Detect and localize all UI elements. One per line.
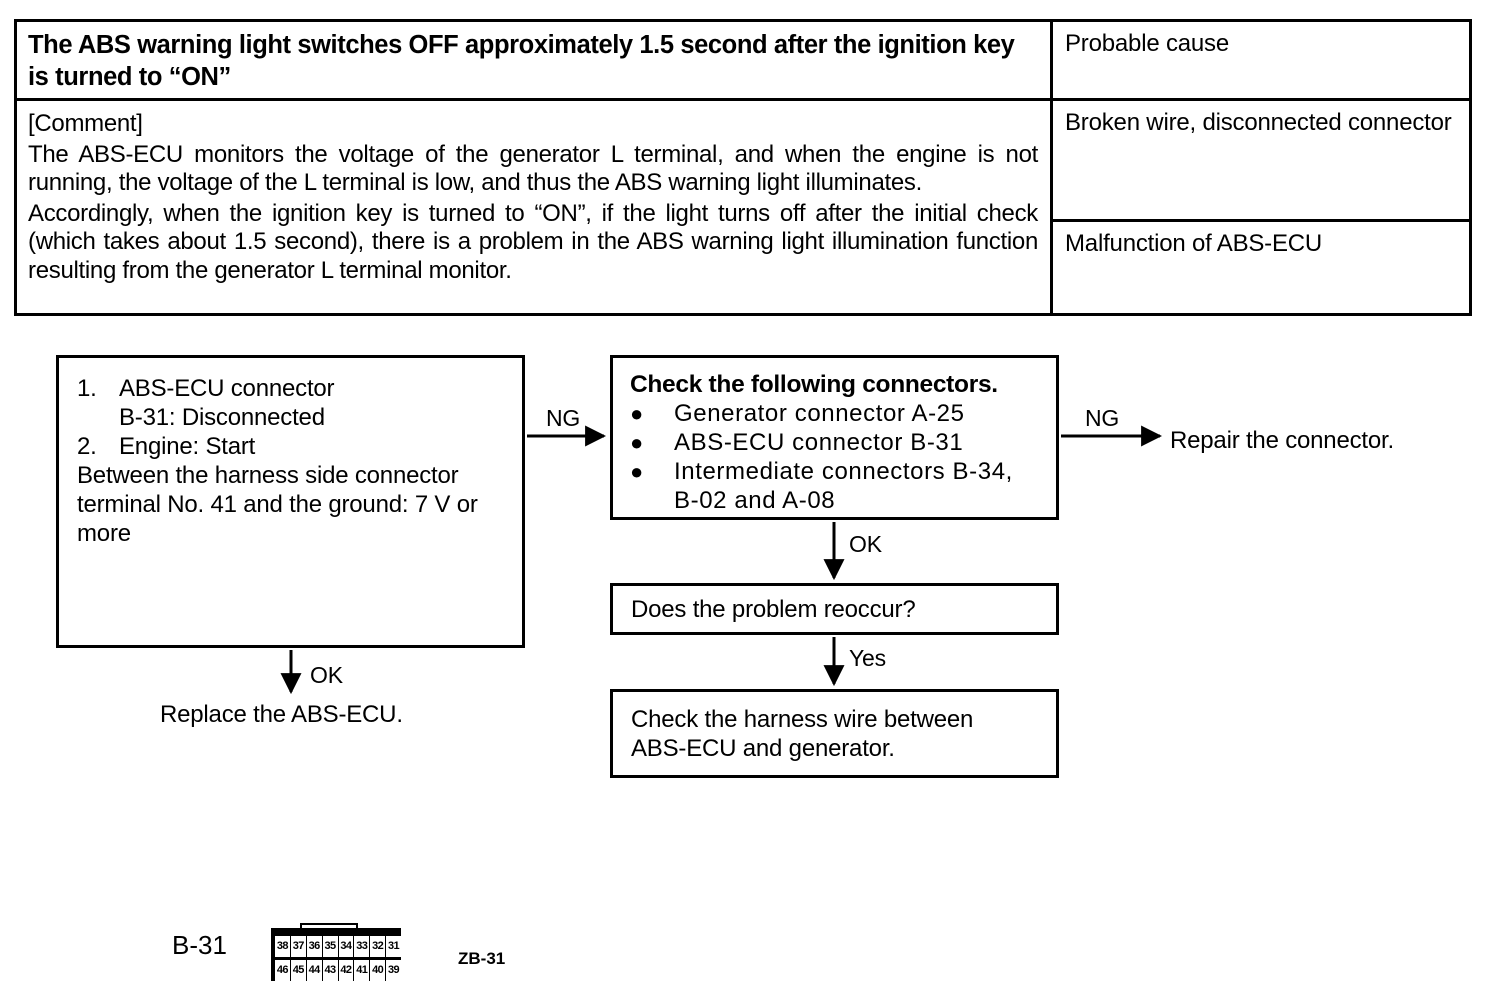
list-item-continuation: B-02 and A-08 bbox=[674, 487, 836, 514]
pin: 34 bbox=[338, 936, 355, 957]
symptom-title: The ABS warning light switches OFF appro… bbox=[28, 31, 1015, 91]
replace-abs-ecu-text: Replace the ABS-ECU. bbox=[160, 701, 403, 728]
pin: 36 bbox=[306, 936, 323, 957]
pin: 41 bbox=[354, 960, 371, 981]
connector-code-label: ZB-31 bbox=[458, 949, 506, 968]
symptom-cause-table: The ABS warning light switches OFF appro… bbox=[14, 19, 1472, 316]
check-connectors-box: Check the following connectors. ● Genera… bbox=[610, 355, 1059, 520]
probable-cause-item-1: Broken wire, disconnected connector bbox=[1053, 101, 1469, 222]
list-item-label: Generator connector A-25 bbox=[674, 400, 965, 427]
pin: 33 bbox=[354, 936, 371, 957]
check-harness-line-1: Check the harness wire between bbox=[631, 706, 974, 733]
comment-label: [Comment] bbox=[28, 110, 143, 137]
test-condition-box: 1. ABS-ECU connector B-31: Disconnected … bbox=[56, 355, 525, 981]
symptom-comment-cell: [Comment] The ABS-ECU monitors the volta… bbox=[17, 101, 1050, 285]
pin: 44 bbox=[306, 960, 323, 981]
edge-label-ok-2: OK bbox=[849, 531, 882, 557]
test-step-1: 1. ABS-ECU connector bbox=[77, 374, 522, 403]
probable-cause-header: Probable cause bbox=[1053, 22, 1469, 101]
list-item: ● ABS-ECU connector B-31 bbox=[630, 428, 1056, 457]
check-harness-line-2: ABS-ECU and generator. bbox=[631, 735, 895, 762]
pin: 46 bbox=[275, 960, 291, 981]
step-1-text: ABS-ECU connector bbox=[119, 375, 335, 402]
bullet-icon: ● bbox=[630, 401, 644, 426]
test-step-1-sub: B-31: Disconnected bbox=[77, 403, 522, 432]
pin: 38 bbox=[275, 936, 291, 957]
step-1-number: 1. bbox=[77, 375, 97, 402]
pin: 42 bbox=[338, 960, 355, 981]
comment-paragraph-2: Accordingly, when the ignition key is tu… bbox=[28, 199, 1038, 284]
pin: 32 bbox=[370, 936, 387, 957]
pin: 45 bbox=[290, 960, 307, 981]
edge-label-ng-2: NG bbox=[1085, 405, 1120, 431]
bullet-icon: ● bbox=[630, 459, 644, 484]
diagram-canvas: The ABS warning light switches OFF appro… bbox=[14, 19, 1472, 981]
check-connectors-title: Check the following connectors. bbox=[630, 371, 998, 398]
pin-row-top: 38 37 36 35 34 33 32 31 bbox=[275, 936, 401, 957]
list-item-label: Intermediate connectors B-34, bbox=[674, 458, 1013, 485]
measurement-spec: Between the harness side connector termi… bbox=[77, 462, 478, 547]
connector-shell: 38 37 36 35 34 33 32 31 46 45 44 43 42 4… bbox=[271, 928, 401, 981]
pin: 31 bbox=[386, 936, 401, 957]
check-connectors-list: ● Generator connector A-25 ● ABS-ECU con… bbox=[630, 399, 1056, 515]
test-steps: 1. ABS-ECU connector B-31: Disconnected … bbox=[77, 374, 522, 548]
connector-name-label: B-31 bbox=[172, 930, 227, 960]
pin: 35 bbox=[322, 936, 339, 957]
probable-cause-column: Probable cause Broken wire, disconnected… bbox=[1053, 22, 1469, 313]
symptom-column: The ABS warning light switches OFF appro… bbox=[17, 22, 1053, 313]
step-2-text: Engine: Start bbox=[119, 433, 256, 460]
list-item: ● Intermediate connectors B-34, bbox=[630, 457, 1056, 486]
test-step-2: 2. Engine: Start bbox=[77, 432, 522, 461]
pin-row-bottom: 46 45 44 43 42 41 40 39 bbox=[275, 960, 401, 981]
pin: 37 bbox=[290, 936, 307, 957]
step-2-number: 2. bbox=[77, 433, 97, 460]
flow-arrows bbox=[280, 425, 1163, 695]
list-item: ● Generator connector A-25 bbox=[630, 399, 1056, 428]
list-item-label: ABS-ECU connector B-31 bbox=[674, 429, 964, 456]
probable-cause-item-2: Malfunction of ABS-ECU bbox=[1065, 230, 1323, 257]
pin: 40 bbox=[370, 960, 387, 981]
step-1-subtext: B-31: Disconnected bbox=[119, 404, 325, 431]
edge-label-ok-1: OK bbox=[310, 662, 343, 688]
comment-paragraph-1: The ABS-ECU monitors the voltage of the … bbox=[28, 140, 1038, 197]
pin: 39 bbox=[386, 960, 401, 981]
symptom-header-cell: The ABS warning light switches OFF appro… bbox=[17, 22, 1050, 101]
check-harness-box: Check the harness wire between ABS-ECU a… bbox=[610, 689, 1059, 778]
problem-reoccur-label: Does the problem reoccur? bbox=[631, 596, 916, 623]
edge-label-ng-1: NG bbox=[546, 405, 581, 431]
pin: 43 bbox=[322, 960, 339, 981]
bullet-icon: ● bbox=[630, 430, 644, 455]
edge-label-yes: Yes bbox=[849, 645, 886, 671]
repair-connector-text: Repair the connector. bbox=[1170, 427, 1394, 454]
connector-pinout-b31-icon: 38 37 36 35 34 33 32 31 46 45 44 43 42 4… bbox=[271, 923, 401, 981]
problem-reoccur-box: Does the problem reoccur? bbox=[610, 583, 1059, 635]
